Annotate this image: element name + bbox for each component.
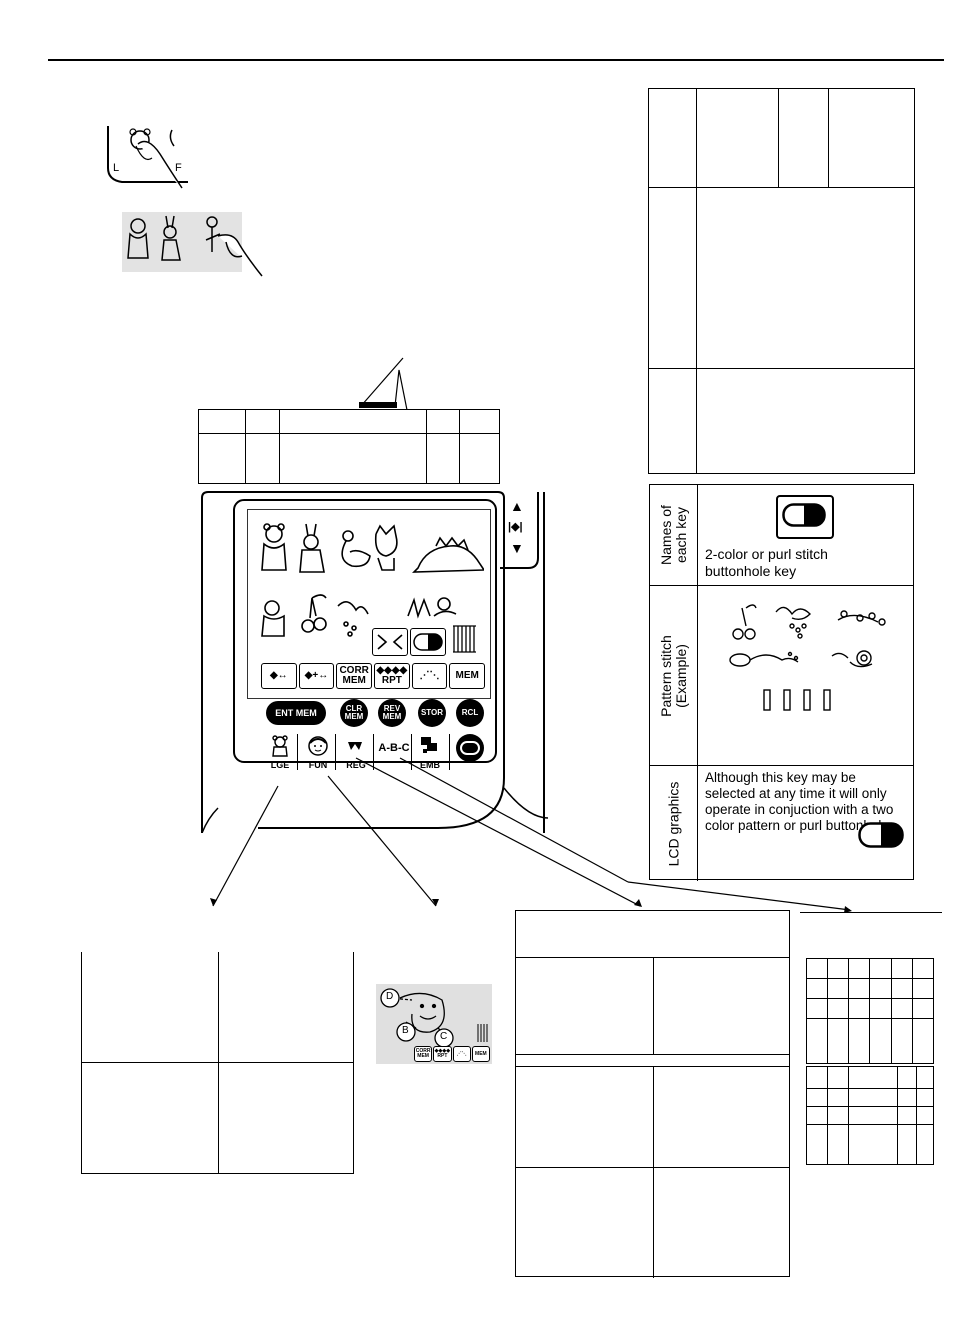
corr-mem-key[interactable]: CORR MEM xyxy=(336,663,373,689)
lcd-buttonhole-icon xyxy=(858,822,904,848)
names-heading: Names of each key xyxy=(657,505,689,565)
inset-point-d: D xyxy=(386,991,394,1002)
pattern-stitch-examples xyxy=(729,604,886,711)
inset-rpt-key: ◆◆◆◆ RPT xyxy=(433,1046,452,1062)
scroll-up-arrow[interactable]: ▲ xyxy=(510,498,524,514)
key-name-row: Names of each key 2-color or purl stitch… xyxy=(650,485,913,586)
mirror-left-key[interactable]: ◆↔ xyxy=(261,663,297,689)
key-info-table: Names of each key 2-color or purl stitch… xyxy=(649,484,914,881)
lcd-graphics-row: LCD graphics Although this key may be se… xyxy=(650,766,913,881)
rev-mem-key[interactable]: REV MEM xyxy=(378,699,406,727)
bear-icon xyxy=(272,735,288,757)
lcd-description: Although this key may be selected at any… xyxy=(705,770,894,833)
key-name-text: 2-color or purl stitch buttonhole key xyxy=(705,546,828,579)
rcl-key[interactable]: RCL xyxy=(456,699,484,727)
reg-stitch-icon xyxy=(348,742,362,750)
mode-separator xyxy=(373,734,374,770)
mode-separator xyxy=(449,734,450,770)
return-key[interactable] xyxy=(455,733,485,763)
mem-key[interactable]: MEM xyxy=(449,663,486,689)
two-color-icon xyxy=(377,634,403,650)
finger-press-key-illustration xyxy=(107,126,188,189)
inset-point-c: C xyxy=(440,1031,448,1042)
header-rule xyxy=(48,59,944,61)
fun-inset-drawing xyxy=(380,988,488,1048)
stor-key[interactable]: STOR xyxy=(418,699,446,727)
inset-mem-key: MEM xyxy=(471,1046,490,1062)
reg-info-table xyxy=(515,910,790,1278)
bar-stitch-icon xyxy=(453,625,476,653)
reg-label[interactable]: REG xyxy=(346,760,366,770)
callout-tab xyxy=(359,357,408,410)
emb-label[interactable]: EMB xyxy=(420,760,440,770)
two-color-stitch-key[interactable] xyxy=(372,628,408,656)
inset-shift-key: ⋰⋱ xyxy=(452,1046,471,1062)
fun-label[interactable]: FUN xyxy=(308,760,328,770)
abc-top-rule xyxy=(800,912,942,913)
panel-header-table xyxy=(198,409,500,484)
scroll-center-arrow[interactable]: |◆| xyxy=(508,521,523,533)
finger-press-pattern-illustration xyxy=(127,215,263,277)
key-icon-box xyxy=(776,495,834,539)
ent-mem-key[interactable]: ENT MEM xyxy=(266,701,326,725)
lcd-heading: LCD graphics xyxy=(665,781,681,866)
key-label-l: L xyxy=(113,162,120,174)
inset-point-b: B xyxy=(402,1025,409,1036)
emb-icon xyxy=(421,737,437,753)
inset-corr-mem-key: CORR MEM xyxy=(414,1046,433,1062)
top-right-table xyxy=(648,88,915,474)
mode-separator xyxy=(335,734,336,770)
edit-key-row: ◆↔ ◆+↔ CORR MEM ◆◆◆◆ RPT ⋰⋱ MEM xyxy=(261,663,486,689)
rpt-key[interactable]: ◆◆◆◆ RPT xyxy=(374,663,410,689)
abc-info-grid-lower xyxy=(806,1066,934,1165)
abc-info-grid xyxy=(805,958,935,1064)
mode-separator xyxy=(297,734,298,770)
mirror-right-key[interactable]: ◆+↔ xyxy=(298,663,335,689)
face-icon xyxy=(308,736,328,756)
key-label-f: F xyxy=(175,162,182,174)
pattern-row: Pattern stitch (Example) xyxy=(650,586,913,766)
inset-key-row: CORR MEM ◆◆◆◆ RPT ⋰⋱ MEM xyxy=(414,1046,490,1062)
buttonhole-icon xyxy=(413,633,443,651)
pattern-shift-key[interactable]: ⋰⋱ xyxy=(411,663,448,689)
lge-info-table xyxy=(81,952,354,1174)
pattern-heading: Pattern stitch (Example) xyxy=(657,634,689,717)
mode-separator xyxy=(411,734,412,770)
lge-label[interactable]: LGE xyxy=(270,760,290,770)
lcd-pattern-icons xyxy=(261,523,484,637)
abc-key[interactable]: A-B-C xyxy=(378,742,410,754)
pattern-select-illustration xyxy=(122,212,242,272)
buttonhole-key-icon xyxy=(782,503,826,527)
scroll-down-arrow[interactable]: ▼ xyxy=(510,540,524,556)
clr-mem-key[interactable]: CLR MEM xyxy=(340,699,368,727)
